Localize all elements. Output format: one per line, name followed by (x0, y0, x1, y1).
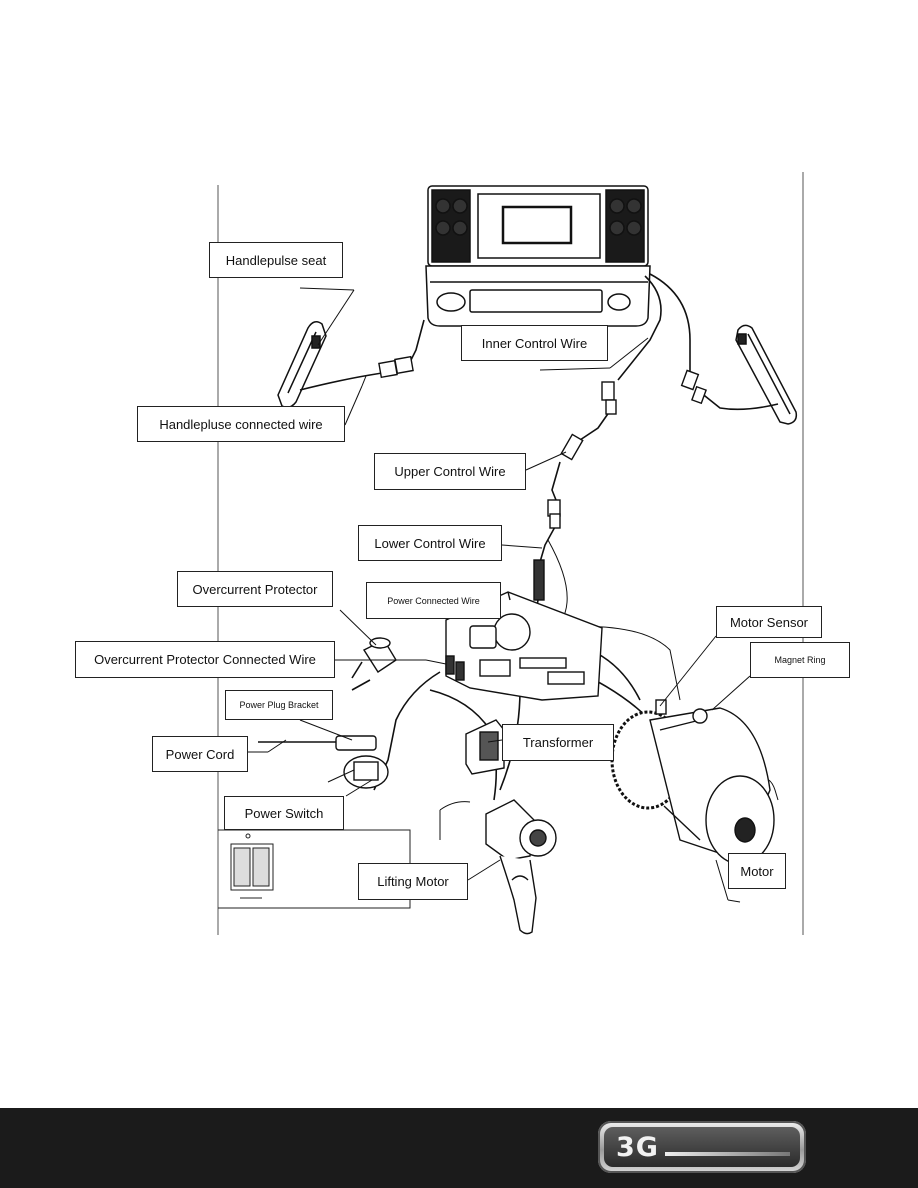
logo-bar (664, 1152, 790, 1156)
logo-text: 3G (616, 1131, 659, 1163)
3g-logo: 3G (598, 1121, 806, 1173)
label-motor: Motor (728, 853, 786, 889)
switch-inset (218, 829, 411, 909)
controller-board-illustration (445, 591, 603, 701)
label-handlepulse-connected-wire: Handlepluse connected wire (137, 406, 345, 442)
label-upper-control-wire: Upper Control Wire (374, 453, 526, 490)
label-transformer: Transformer (502, 724, 614, 761)
left-handlepulse-illustration (277, 321, 327, 409)
transformer-illustration (465, 719, 505, 775)
lifting-motor-illustration (485, 799, 557, 935)
console-illustration (425, 185, 651, 329)
right-handlepulse-illustration (735, 324, 798, 425)
label-lower-control-wire: Lower Control Wire (358, 525, 502, 561)
label-overcurrent-protector-connected-wire: Overcurrent Protector Connected Wire (75, 641, 335, 678)
power-switch-illustration (335, 735, 389, 789)
connectors (378, 355, 707, 601)
label-magnet-ring: Magnet Ring (750, 642, 850, 678)
label-inner-control-wire: Inner Control Wire (461, 325, 608, 361)
label-overcurrent-protector: Overcurrent Protector (177, 571, 333, 607)
footer-bar: 3G (0, 1108, 918, 1188)
label-motor-sensor: Motor Sensor (716, 606, 822, 638)
wiring-diagram (217, 172, 804, 935)
label-power-connected-wire: Power Connected Wire (366, 582, 501, 619)
label-power-plug-bracket: Power Plug Bracket (225, 690, 333, 720)
motor-illustration (610, 699, 775, 865)
label-lifting-motor: Lifting Motor (358, 863, 468, 900)
label-power-switch: Power Switch (224, 796, 344, 830)
leader-lines (248, 287, 751, 903)
overcurrent-protector-illustration (362, 637, 397, 673)
label-power-cord: Power Cord (152, 736, 248, 772)
frame-lines (217, 172, 804, 935)
label-handlepulse-seat: Handlepulse seat (209, 242, 343, 278)
